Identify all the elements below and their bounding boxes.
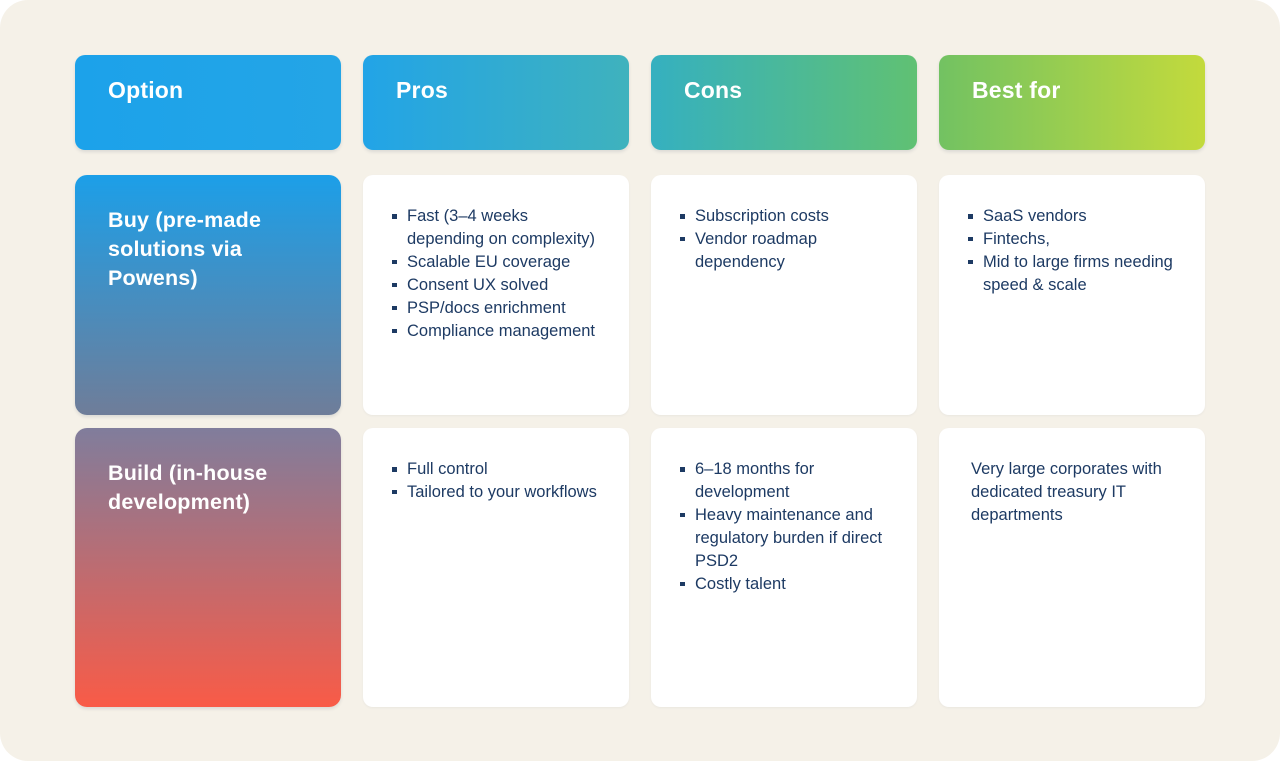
- pros-list-buy: Fast (3–4 weeks depending on complexity)…: [392, 205, 607, 343]
- option-cell-buy: Buy (pre-made solutions via Powens): [75, 175, 341, 415]
- bullet-item: Fast (3–4 weeks depending on complexity): [392, 205, 607, 251]
- bullet-item: 6–18 months for development: [680, 458, 895, 504]
- bullet-item: Scalable EU coverage: [392, 251, 607, 274]
- header-cons: Cons: [651, 55, 917, 150]
- bullet-item: Subscription costs: [680, 205, 895, 228]
- best-for-text-build: Very large corporates with dedicated tre…: [971, 460, 1162, 524]
- bullet-item: PSP/docs enrichment: [392, 297, 607, 320]
- bullet-item: Mid to large firms needing speed & scale: [968, 251, 1183, 297]
- bullet-item: Costly talent: [680, 573, 895, 596]
- bullet-item: Heavy maintenance and regulatory burden …: [680, 504, 895, 573]
- option-cell-build: Build (in-house development): [75, 428, 341, 707]
- header-best-for: Best for: [939, 55, 1205, 150]
- bullet-item: Tailored to your workflows: [392, 481, 607, 504]
- bullet-item: Vendor roadmap dependency: [680, 228, 895, 274]
- bullet-item: Fintechs,: [968, 228, 1183, 251]
- pros-cell-buy: Fast (3–4 weeks depending on complexity)…: [363, 175, 629, 415]
- table-header-row: Option Pros Cons Best for: [75, 55, 1205, 150]
- header-pros: Pros: [363, 55, 629, 150]
- bullet-item: Full control: [392, 458, 607, 481]
- bullet-item: Consent UX solved: [392, 274, 607, 297]
- table-body: Buy (pre-made solutions via Powens) Fast…: [75, 175, 1205, 707]
- bullet-item: SaaS vendors: [968, 205, 1183, 228]
- header-option: Option: [75, 55, 341, 150]
- best-for-cell-build: Very large corporates with dedicated tre…: [939, 428, 1205, 707]
- bullet-item: Compliance management: [392, 320, 607, 343]
